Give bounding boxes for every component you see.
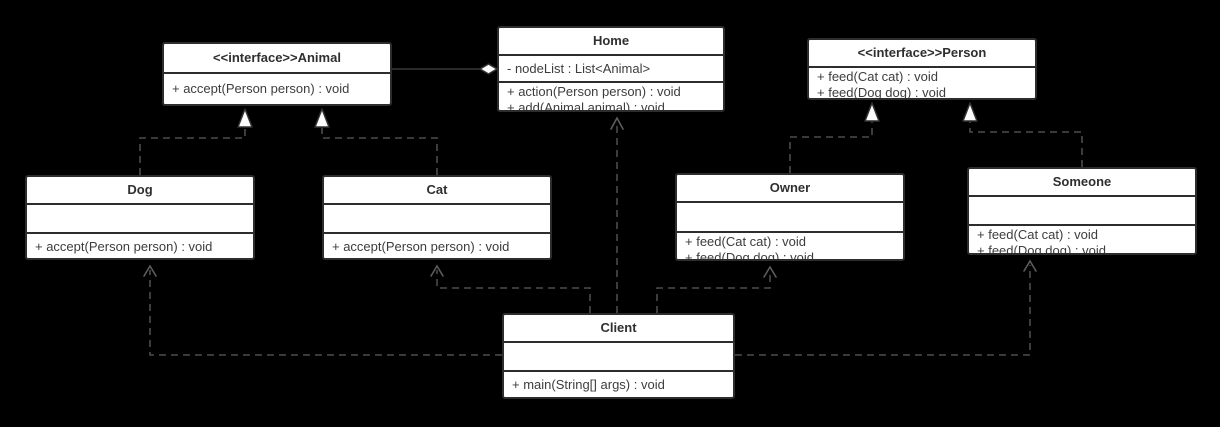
- class-client-title: Client: [600, 320, 637, 335]
- attribute-item: - nodeList : List<Animal>: [507, 61, 651, 76]
- dependency-client-someone: [735, 265, 1031, 356]
- method-item: + accept(Person person) : void: [35, 239, 213, 254]
- realization-arrowhead-dog-animal: [237, 108, 253, 128]
- dependency-client-owner: [656, 271, 771, 313]
- realization-arrowhead-someone-person: [962, 102, 978, 122]
- class-someone: Someone + feed(Cat cat) : void + feed(Do…: [967, 167, 1197, 255]
- class-home-methods: + action(Person person) : void + add(Ani…: [499, 81, 723, 110]
- method-item: + accept(Person person) : void: [332, 239, 510, 254]
- class-cat-title: Cat: [426, 182, 448, 197]
- method-item: + feed(Dog dog) : void: [977, 243, 1106, 253]
- realization-someone-person: [969, 122, 1083, 167]
- realization-owner-person: [789, 122, 873, 173]
- method-item: + main(String[] args) : void: [512, 377, 665, 392]
- method-item: + feed(Cat cat) : void: [977, 227, 1099, 242]
- class-owner-methods: + feed(Cat cat) : void + feed(Dog dog) :…: [677, 231, 903, 259]
- class-someone-methods: + feed(Cat cat) : void + feed(Dog dog) :…: [969, 224, 1195, 253]
- method-item: + feed(Dog dog) : void: [817, 85, 946, 98]
- class-cat-attributes: [324, 203, 550, 232]
- class-client-methods: + main(String[] args) : void: [504, 370, 733, 397]
- dependency-arrowhead-client-cat: [430, 264, 444, 277]
- method-item: + feed(Cat cat) : void: [685, 234, 807, 249]
- dependency-arrowhead-client-someone: [1023, 259, 1037, 272]
- class-person-title: <<interface>>Person: [857, 45, 987, 60]
- class-person-methods: + feed(Cat cat) : void + feed(Dog dog) :…: [809, 66, 1035, 98]
- realization-arrowhead-owner-person: [864, 102, 880, 122]
- class-home: Home - nodeList : List<Animal> + action(…: [497, 26, 725, 112]
- dependency-arrowhead-client-dog: [143, 264, 157, 277]
- class-home-title: Home: [592, 33, 630, 48]
- class-animal-title: <<interface>>Animal: [213, 50, 341, 65]
- realization-arrowhead-cat-animal: [314, 108, 330, 128]
- class-owner-attributes: [677, 201, 903, 231]
- aggregation-diamond-home: [479, 63, 498, 75]
- class-cat: Cat + accept(Person person) : void: [322, 175, 552, 260]
- class-dog: Dog + accept(Person person) : void: [25, 175, 255, 260]
- dependency-arrowhead-client-home: [610, 116, 624, 130]
- class-owner: Owner + feed(Cat cat) : void + feed(Dog …: [675, 173, 905, 261]
- method-item: + feed(Cat cat) : void: [817, 69, 939, 84]
- class-dog-attributes: [27, 203, 253, 232]
- method-item: + feed(Dog dog) : void: [685, 250, 814, 259]
- class-home-attributes: - nodeList : List<Animal>: [499, 54, 723, 81]
- class-client-attributes: [504, 341, 733, 370]
- dependency-client-cat: [436, 270, 591, 313]
- method-item: + action(Person person) : void: [507, 84, 681, 99]
- class-client: Client + main(String[] args) : void: [502, 313, 735, 399]
- class-dog-methods: + accept(Person person) : void: [27, 232, 253, 258]
- class-cat-methods: + accept(Person person) : void: [324, 232, 550, 258]
- realization-dog-animal: [139, 128, 246, 175]
- method-item: + accept(Person person) : void: [172, 81, 350, 96]
- realization-cat-animal: [321, 128, 438, 175]
- dependency-arrowhead-client-owner: [763, 265, 777, 278]
- class-animal: <<interface>>Animal + accept(Person pers…: [162, 42, 392, 106]
- class-someone-title: Someone: [1052, 174, 1112, 189]
- class-someone-attributes: [969, 195, 1195, 224]
- class-owner-title: Owner: [769, 180, 811, 195]
- dependency-client-dog: [149, 270, 502, 356]
- class-animal-methods: + accept(Person person) : void: [164, 72, 390, 104]
- class-dog-title: Dog: [127, 182, 153, 197]
- class-person: <<interface>>Person + feed(Cat cat) : vo…: [807, 38, 1037, 100]
- method-item: + add(Animal animal) : void: [507, 100, 665, 110]
